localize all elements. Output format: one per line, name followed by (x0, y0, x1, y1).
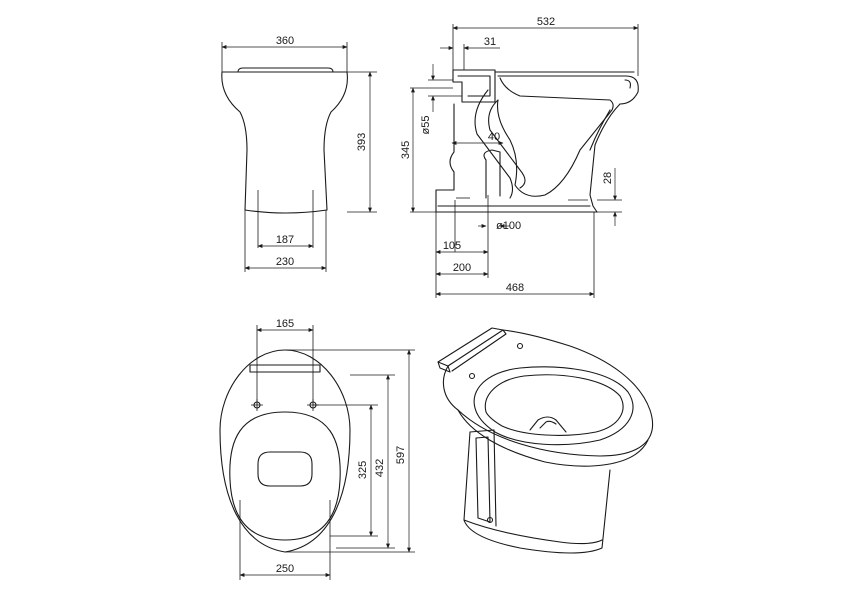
dim-side-outlet-200: 200 (453, 262, 471, 274)
side-dimensions: 532 31 345 ø55 40 28 ø100 105 (400, 16, 639, 298)
dim-top-base-width: 250 (276, 563, 294, 575)
dim-side-outlet-105: 105 (443, 240, 461, 252)
dim-front-width: 360 (276, 35, 294, 47)
top-view (219, 349, 351, 553)
dim-side-height: 345 (400, 141, 412, 159)
dim-side-pipe-diameter: ø55 (420, 116, 432, 135)
dim-side-outlet-diameter: ø100 (496, 220, 521, 232)
dim-front-height: 393 (356, 133, 368, 151)
dim-front-outlet-inner: 187 (276, 234, 294, 246)
dim-side-outlet-height: 28 (602, 172, 614, 184)
front-dimensions: 360 393 187 230 (221, 35, 377, 270)
dim-side-pipe-offset: 40 (488, 131, 500, 143)
dim-top-hole-spacing: 165 (276, 318, 294, 330)
dim-side-total-length: 532 (537, 16, 555, 28)
side-view (435, 69, 639, 278)
front-view (221, 67, 348, 272)
dim-top-bowl-325: 325 (357, 461, 369, 479)
top-dimensions: 165 325 432 597 250 (239, 318, 415, 580)
dim-side-top-offset: 31 (484, 36, 496, 48)
perspective-view (437, 327, 654, 554)
dim-front-base-width: 230 (276, 256, 294, 268)
dim-top-bowl-432: 432 (374, 459, 386, 477)
dim-side-base-length: 468 (506, 282, 524, 294)
dim-top-total-597: 597 (395, 446, 407, 464)
